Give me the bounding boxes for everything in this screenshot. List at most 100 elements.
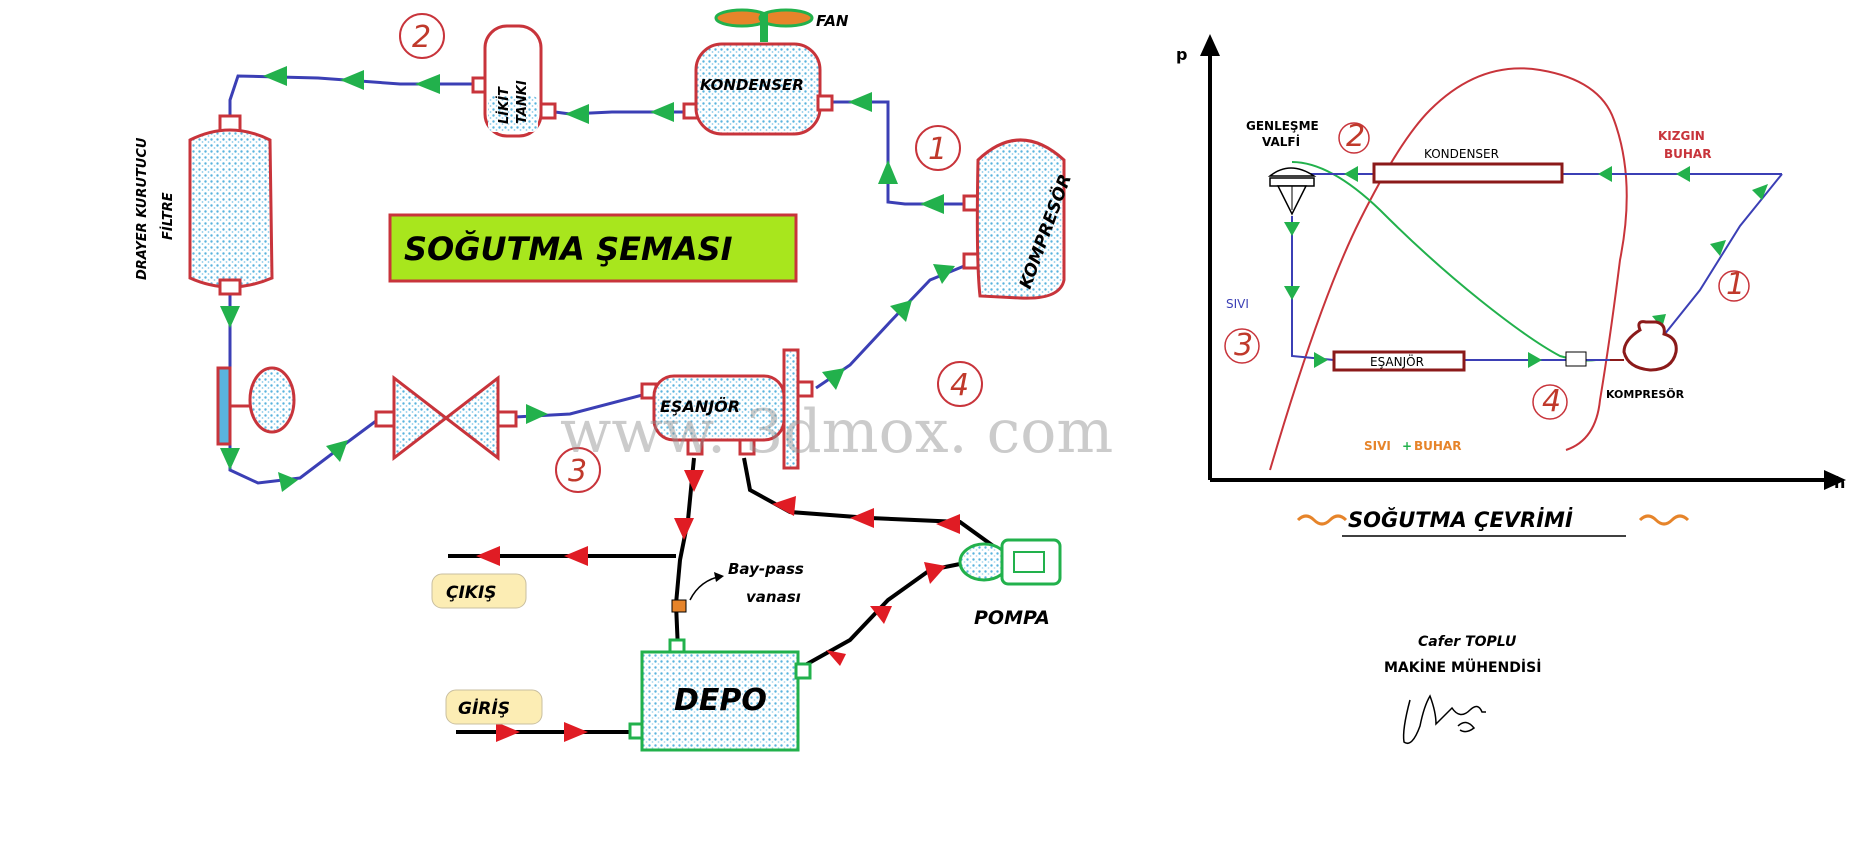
cycle-title: SOĞUTMA ÇEVRİMİ [1348,507,1573,532]
arrow-down-icon [220,306,240,328]
tank-label: DEPO [674,683,767,718]
arrow-left-icon [415,74,440,94]
inlet-label: GİRİŞ [458,697,510,719]
cycle-lines [1291,173,1783,361]
arrow-left-icon [565,104,589,124]
arrow-right-icon [1824,470,1846,490]
superheated-label-1: KIZGIN [1658,129,1705,143]
author-name: Cafer TOPLU [1418,634,1517,650]
liquid-tank [471,24,557,138]
cycle-condenser-label: KONDENSER [1424,147,1499,161]
arrow-down-icon [1284,286,1300,300]
mix-plus-label: + [1402,439,1412,453]
arrow-left-icon [848,92,872,112]
saturation-curve [1269,67,1628,471]
arrow-left-icon [1676,166,1690,182]
arrow-right-icon [1528,352,1542,368]
cycle-exchanger-label: EŞANJÖR [1370,353,1424,369]
arrow-up-right-icon [826,650,846,666]
water-tank [628,638,812,752]
arrow-left-icon [340,70,364,90]
cycle-condenser [1372,162,1564,184]
p-axis-label: p [1176,45,1187,64]
heat-exchanger [640,348,814,470]
cycle-compressor-label: KOMPRESÖR [1606,387,1685,401]
expansion-label-2: VALFİ [1262,134,1300,149]
arrow-up-right-icon [933,264,955,284]
water-flow-arrows [476,470,960,742]
expansion-valve [374,374,518,462]
liquid-label: SIVI [1226,297,1249,311]
refrigeration-cycle: p h [1176,34,1846,537]
pipe-valve-exchanger [495,390,655,420]
cycle-expansion-valve [1267,167,1317,216]
inlet-tag [445,689,543,725]
fan-label: FAN [816,12,849,30]
bypass-valve [671,599,687,613]
author-block: Cafer TOPLU MAKİNE MÜHENDİSİ [1384,634,1541,744]
schema-title: SOĞUTMA ŞEMASI [404,230,733,268]
dryer-label-1: DRAYER KURUTUCU [135,137,150,280]
cycle-point-4: 4 [1542,384,1561,419]
condenser-label: KONDENSER [700,76,804,94]
arrow-down-icon [674,518,694,540]
arrow-left-icon [936,514,960,534]
schema-point-markers: 2 1 3 4 [399,13,983,493]
arrow-up-right-icon [890,300,912,322]
exchanger-label: EŞANJÖR [660,397,740,416]
arrow-up-icon [1200,34,1220,56]
cycle-point-markers: 2 1 3 4 [1224,119,1750,420]
arrow-up-right-icon [870,606,892,624]
arrow-down-icon [1284,222,1300,236]
condenser [682,8,834,136]
bypass-label-1: Bay-pass [728,560,804,578]
cycle-point-1: 1 [1726,267,1745,302]
arrow-left-icon [476,546,500,566]
cycle-arrows [1284,166,1768,368]
outlet-label: ÇIKIŞ [446,583,497,603]
signature [1402,694,1486,744]
arrow-right-icon [1314,352,1328,368]
expansion-label-1: GENLEŞME [1246,119,1319,133]
watermark: www. 3dmox. com [560,397,1113,467]
arrow-down-icon [220,448,240,470]
cycle-exchanger [1332,350,1466,372]
liquid-tank-label-2: TANKI [515,80,530,124]
sight-glass [216,366,296,446]
arrow-left-icon [920,194,944,214]
schema-title-box [388,213,798,283]
superheated-label-2: BUHAR [1664,147,1711,161]
cycle-point-2: 2 [1346,119,1365,154]
schema-point-3: 3 [568,454,587,489]
refrigerant-flow-arrows [220,66,955,492]
pipe-compressor-condenser [820,100,974,206]
dryer-label-2: FİLTRE [160,192,176,240]
arrow-left-icon [850,508,874,528]
pump-label: POMPA [974,607,1050,629]
arrow-left-icon [1344,166,1358,182]
dryer-filter [188,114,274,296]
h-axis-label: h [1834,473,1845,492]
arrow-right-icon [564,722,588,742]
cycle-compressor-icon [1610,320,1678,372]
arrow-left-icon [650,102,674,122]
process-curve [1291,161,1597,362]
arrow-up-right-icon [1710,240,1726,256]
arrow-down-icon [684,470,704,492]
arrow-left-icon [564,546,588,566]
schema-point-2: 2 [412,20,431,55]
compressor [962,138,1066,300]
arrow-right-icon [526,404,548,424]
schema-point-4: 4 [950,368,969,403]
pump [958,538,1062,586]
arrow-up-right-icon [822,368,845,390]
liquid-tank-label-1: LİKİT [496,86,512,124]
arrow-up-right-icon [924,562,946,584]
title-wave-left [1296,514,1348,526]
cooling-schema: DRAYER KURUTUCU FİLTRE LİKİT TANKI [135,8,1076,752]
author-profession: MAKİNE MÜHENDİSİ [1384,658,1541,676]
arrow-up-right-icon [1752,184,1768,200]
cycle-point-3: 3 [1234,328,1253,363]
outlet-tag [431,573,527,609]
